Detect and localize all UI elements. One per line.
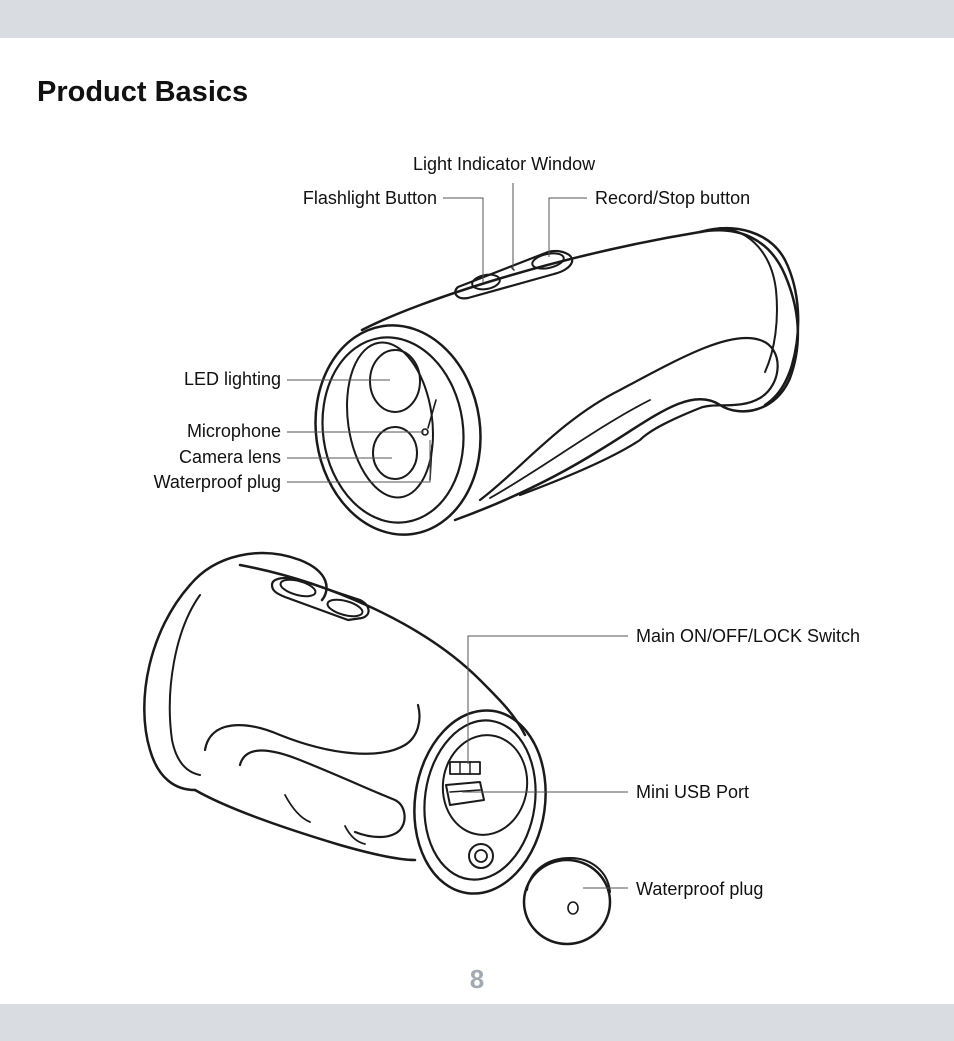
camera-rear-socket [441,734,529,836]
camera-front-body [360,229,800,522]
camera-rear-cap-outer [143,583,197,792]
detached-plug-body [522,858,612,946]
led-lighting-icon [369,349,421,413]
label-waterproof-plug-detached: Waterproof plug [636,879,764,899]
camera-front-face-outer [314,324,482,536]
record-stop-button-icon[interactable] [531,251,565,271]
camera-rear-cap-inner [168,594,201,776]
leader-waterproof-front [287,440,431,483]
top-band [0,0,954,38]
top-button-panel [454,250,574,300]
page-number: 8 [469,964,485,994]
label-waterproof-plug-front: Waterproof plug [153,472,281,492]
camera-rear-face-ring [423,719,537,881]
camera-rear-illustration [143,551,612,946]
camera-front-grip-edge [489,399,651,499]
camera-rear-grip-notch [284,794,366,845]
label-camera-lens: Camera lens [178,447,281,467]
mini-usb-port-slot [449,789,481,793]
label-main-switch: Main ON/OFF/LOCK Switch [636,626,861,646]
bottom-band [0,1004,954,1041]
camera-front-illustration [314,226,800,536]
microphone-slit [427,399,437,429]
label-record-stop-button: Record/Stop button [595,188,751,208]
label-microphone: Microphone [186,421,281,441]
bottom-leader-lines [462,635,628,889]
rear-button-1-icon [279,578,317,598]
top-leader-lines [287,183,587,483]
camera-rear-grip-lower [238,749,406,839]
camera-rear-body-bottom [193,788,417,862]
leader-record-stop [548,197,587,257]
label-led-lighting: LED lighting [183,369,281,389]
camera-front-face-ring [321,336,465,524]
leader-flashlight [443,197,484,283]
camera-lens-icon [372,426,418,480]
label-flashlight-button: Flashlight Button [302,188,437,208]
rear-button-2-icon [326,598,364,618]
detached-plug-tab-icon [567,901,579,915]
main-switch-detents [459,761,471,775]
flashlight-button-icon[interactable] [471,273,501,292]
leader-main-switch [467,635,628,764]
camera-front-grip [478,336,779,502]
main-switch-icon[interactable] [449,761,481,775]
camera-rear-cap [188,551,328,602]
camera-rear-grip [203,703,421,755]
mount-screw-outer [468,843,494,869]
label-mini-usb-port: Mini USB Port [636,782,750,802]
rear-top-button-panel [270,576,370,622]
label-light-indicator-window: Light Indicator Window [413,154,596,174]
camera-rear-face-outer [413,709,547,895]
detached-plug-rim [526,857,611,893]
page-title: Product Basics [37,76,249,108]
camera-front-rear-rim [698,226,800,407]
mount-screw-icon [474,849,488,863]
mini-usb-port-icon[interactable] [445,781,485,806]
